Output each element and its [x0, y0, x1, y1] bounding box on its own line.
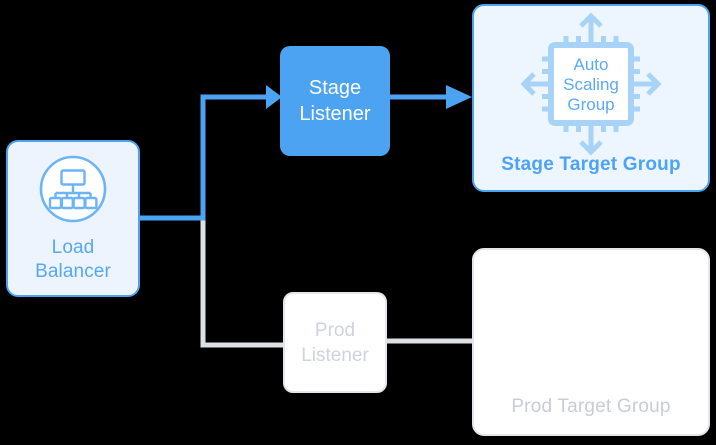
prod-listener-label-line1: Prod — [314, 319, 356, 341]
node-prod-target-group[interactable]: Prod Target Group — [472, 248, 710, 436]
asg-icon-label-line2: Scaling — [563, 75, 619, 94]
auto-scaling-group-chip-icon: Auto Scaling Group — [516, 10, 666, 163]
stage-listener-label-line1: Stage — [308, 77, 362, 99]
node-prod-listener[interactable]: Prod Listener — [283, 292, 387, 393]
connector-load-balancer-to-stage-listener — [140, 94, 268, 221]
node-stage-target-group[interactable]: Auto Scaling Group Stage Target Group — [472, 4, 710, 192]
node-stage-listener[interactable]: Stage Listener — [280, 46, 390, 156]
stage-listener-label-line2: Listener — [299, 103, 371, 125]
load-balancer-hierarchy-icon — [37, 153, 109, 230]
arrowhead-into-stage-listener — [266, 85, 282, 109]
asg-icon-label-line1: Auto — [574, 55, 609, 74]
load-balancer-label: Load Balancer — [35, 236, 111, 284]
prod-listener-label: Prod Listener — [301, 318, 369, 368]
load-balancer-label-line2: Balancer — [35, 261, 111, 282]
node-load-balancer[interactable]: Load Balancer — [6, 140, 140, 297]
prod-target-group-label: Prod Target Group — [511, 396, 671, 417]
stage-target-group-label: Stage Target Group — [501, 154, 681, 175]
connector-junction-to-prod-listener — [200, 218, 283, 348]
stage-listener-label: Stage Listener — [299, 75, 370, 127]
arrowhead-into-stage-target-group — [446, 85, 472, 109]
asg-icon-label-line3: Group — [567, 95, 614, 114]
load-balancer-label-line1: Load — [51, 237, 95, 258]
prod-listener-label-line2: Listener — [301, 344, 369, 366]
